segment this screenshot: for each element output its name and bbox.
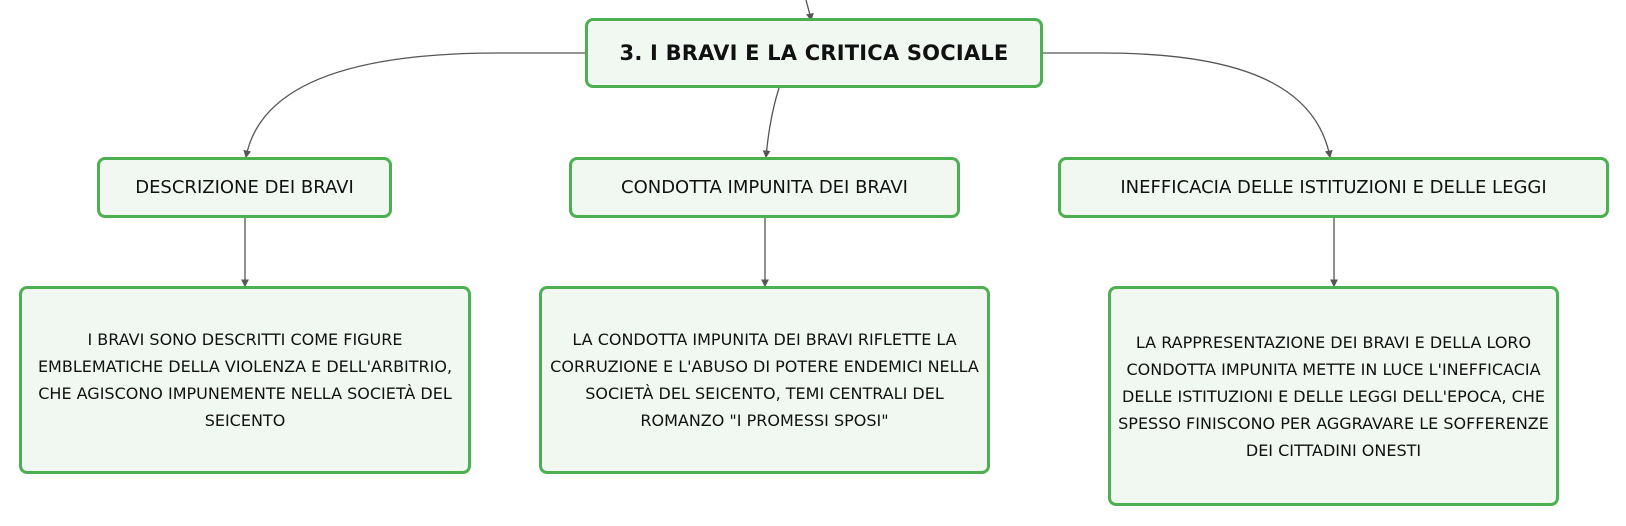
connector-root-to-topic-3 (1041, 52, 1333, 159)
topic-label: INEFFICACIA DELLE ISTITUZIONI E DELLE LE… (1120, 177, 1547, 198)
detail-text: I BRAVI SONO DESCRITTI COME FIGURE EMBLE… (37, 330, 453, 430)
topic-label: DESCRIZIONE DEI BRAVI (135, 177, 354, 198)
detail-node-inefficacia[interactable]: LA RAPPRESENTAZIONE DEI BRAVI E DELLA LO… (1108, 286, 1559, 506)
detail-text: LA CONDOTTA IMPUNITA DEI BRAVI RIFLETTE … (550, 330, 979, 430)
topic-node-descrizione[interactable]: DESCRIZIONE DEI BRAVI (97, 157, 392, 218)
detail-text: LA RAPPRESENTAZIONE DEI BRAVI E DELLA LO… (1118, 332, 1549, 460)
connector-parent-to-root (805, 0, 814, 22)
topic-node-condotta[interactable]: CONDOTTA IMPUNITA DEI BRAVI (569, 157, 960, 218)
connector-root-to-topic-2 (762, 87, 780, 159)
topic-label: CONDOTTA IMPUNITA DEI BRAVI (621, 177, 908, 198)
root-node[interactable]: 3. I BRAVI E LA CRITICA SOCIALE (585, 18, 1043, 88)
topic-node-inefficacia[interactable]: INEFFICACIA DELLE ISTITUZIONI E DELLE LE… (1058, 157, 1609, 218)
connector-root-to-topic-1 (243, 52, 587, 159)
root-title: 3. I BRAVI E LA CRITICA SOCIALE (619, 41, 1009, 65)
detail-node-descrizione[interactable]: I BRAVI SONO DESCRITTI COME FIGURE EMBLE… (19, 286, 471, 474)
detail-node-condotta[interactable]: LA CONDOTTA IMPUNITA DEI BRAVI RIFLETTE … (539, 286, 990, 474)
